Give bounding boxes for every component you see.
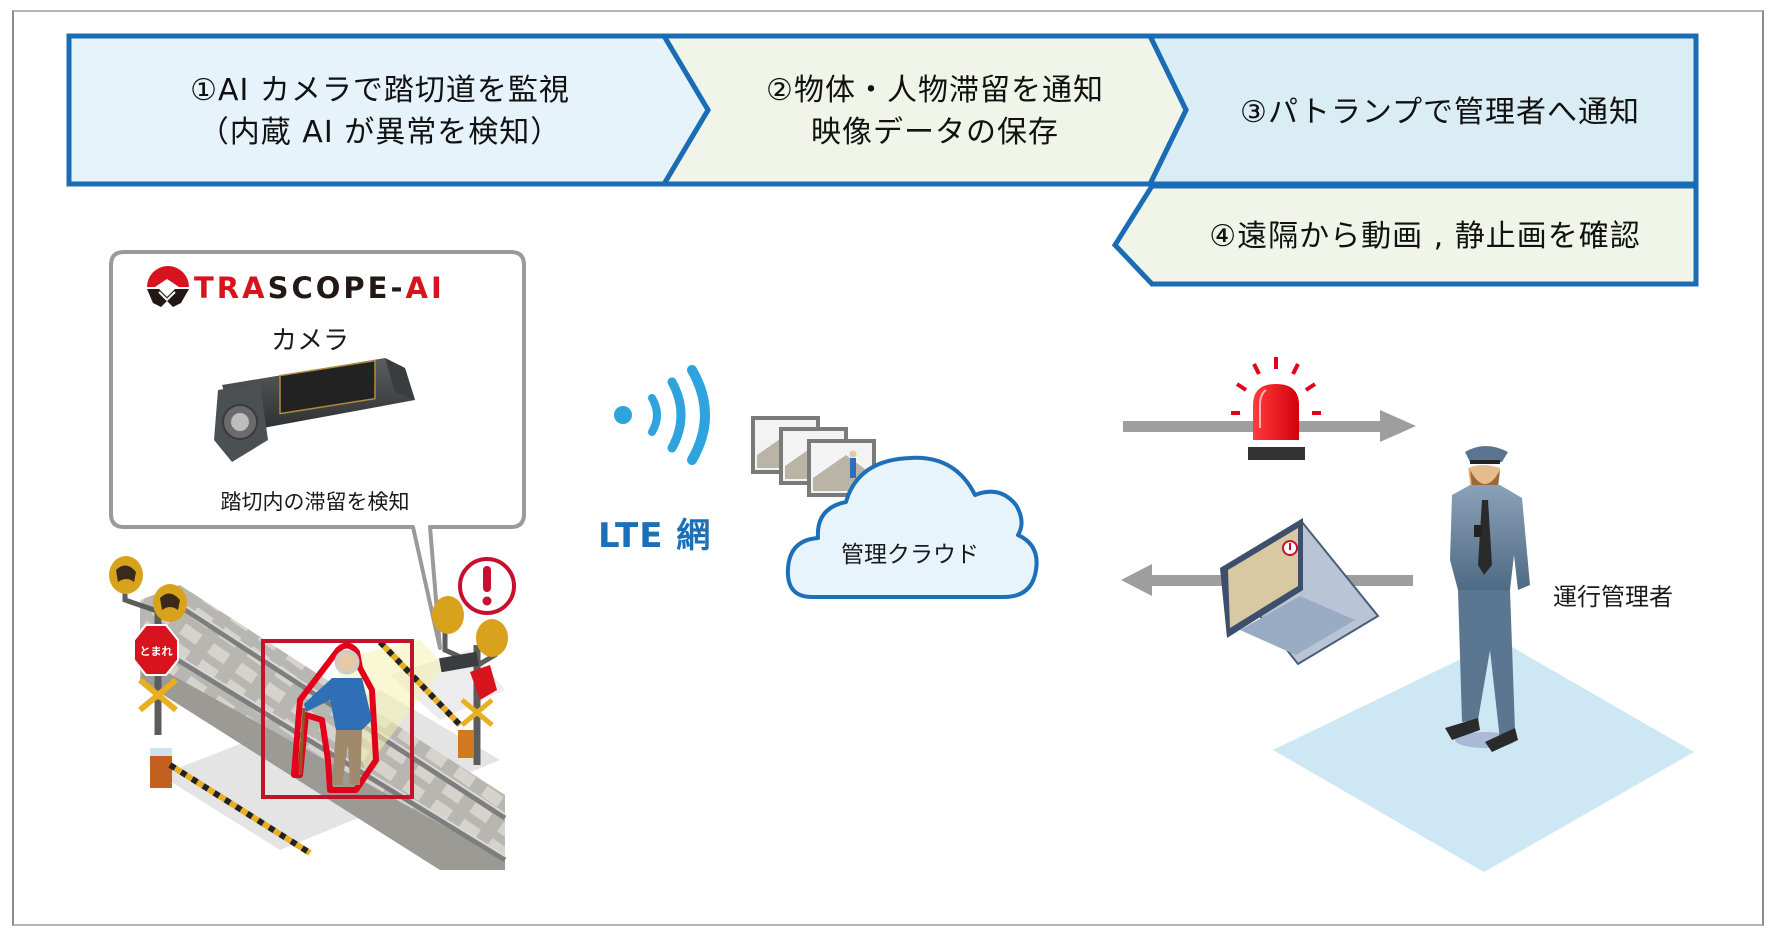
lte-network-label: LTE 網 bbox=[598, 516, 712, 556]
railroad-crossing-scene: とまれ bbox=[109, 556, 516, 870]
operator-figure bbox=[1445, 446, 1530, 752]
camera-caption: 踏切内の滞留を検知 bbox=[220, 490, 410, 514]
barrier-base bbox=[150, 753, 172, 788]
step-4-line-1: ④遠隔から動画 , 静止画を確認 bbox=[1209, 219, 1641, 254]
step-4-text: ④遠隔から動画 , 静止画を確認 bbox=[1175, 216, 1675, 258]
trascope-ai-logo: TRASCOPE-AI bbox=[194, 271, 445, 305]
step-3-text: ③パトランプで管理者へ通知 bbox=[1190, 92, 1690, 134]
detection-box bbox=[261, 639, 414, 799]
trascope-logo-icon bbox=[147, 266, 189, 307]
step-3-line-1: ③パトランプで管理者へ通知 bbox=[1240, 95, 1640, 130]
logo-part-scope: SCOPE bbox=[267, 271, 391, 305]
exclamation-icon bbox=[458, 557, 516, 615]
cloud-icon bbox=[785, 455, 1039, 599]
step-1-line-1: ①AI カメラで踏切道を監視 bbox=[190, 73, 570, 108]
logo-part-dash: - bbox=[390, 271, 406, 305]
laptop-icon bbox=[1220, 518, 1380, 666]
camera-speech-bubble bbox=[109, 250, 526, 650]
operator-floor-area bbox=[1273, 640, 1694, 872]
logo-part-tra: TRA bbox=[194, 271, 268, 305]
stop-sign bbox=[133, 624, 179, 676]
step-2-line-2: 映像データの保存 bbox=[811, 115, 1059, 150]
stop-sign-text: とまれ bbox=[140, 645, 173, 658]
operator-label: 運行管理者 bbox=[1553, 583, 1673, 611]
diagram-frame bbox=[12, 10, 1764, 926]
step-2-text: ②物体・人物滞留を通知 映像データの保存 bbox=[700, 70, 1170, 154]
logo-part-ai: AI bbox=[405, 271, 445, 305]
step-1-panel bbox=[66, 33, 711, 187]
cloud-label: 管理クラウド bbox=[841, 542, 979, 568]
wireless-signal-icon bbox=[614, 365, 710, 465]
step-2-line-1: ②物体・人物滞留を通知 bbox=[766, 73, 1104, 108]
step-1-line-2: （内蔵 AI が異常を検知） bbox=[198, 115, 562, 150]
step-1-text: ①AI カメラで踏切道を監視 （内蔵 AI が異常を検知） bbox=[80, 70, 680, 154]
ai-camera-device-icon bbox=[214, 358, 415, 462]
patrol-lamp-icon bbox=[1231, 357, 1321, 460]
elderly-person-figure bbox=[291, 642, 379, 793]
camera-title: カメラ bbox=[270, 326, 349, 356]
crossing-signal-left: とまれ bbox=[109, 556, 187, 735]
